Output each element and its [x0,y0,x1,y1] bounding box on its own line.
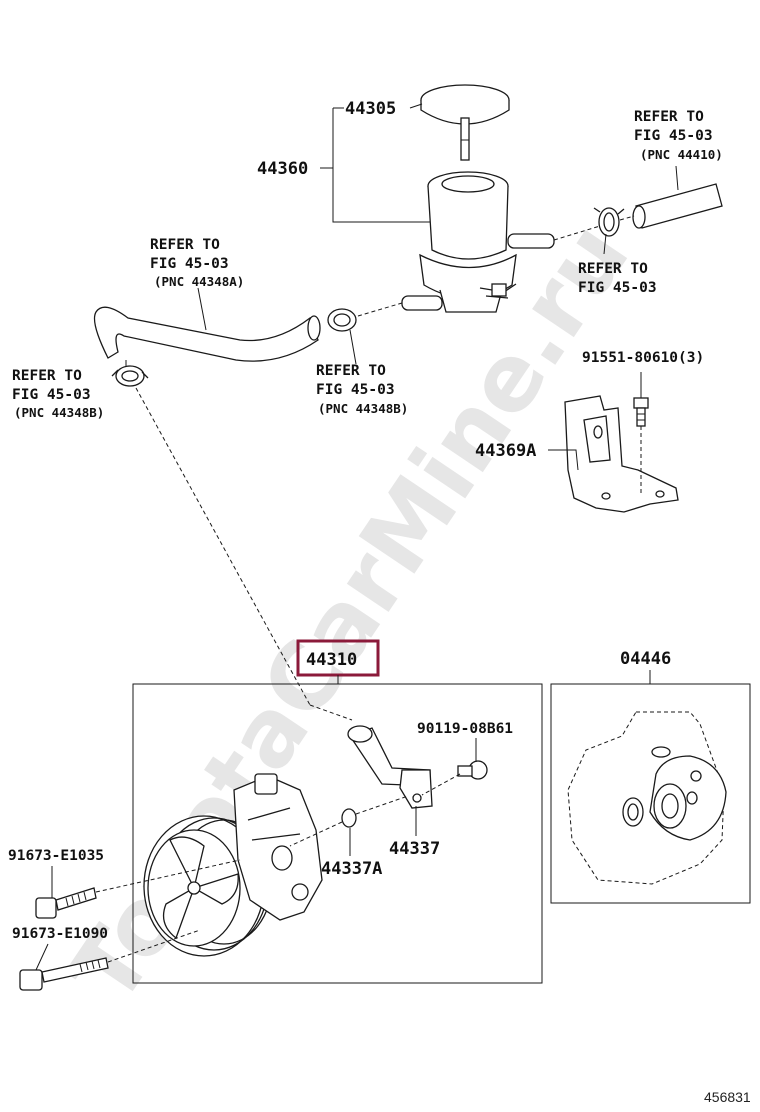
bolt-line-1035 [95,859,241,893]
figure-id: 456831 [704,1089,751,1105]
label-refer-hose-a-3: (PNC 44348A) [154,274,244,289]
label-refer-hose-a-1: REFER TO [150,237,220,253]
leader-lines [35,103,679,971]
power-steering-pump [143,773,323,957]
flow-line-long-2 [309,704,353,721]
label-refer-clamp-mid-1: REFER TO [316,363,386,379]
label-refer-hose-top-1: REFER TO [634,109,704,125]
clamp-mid [327,308,357,332]
o-ring-line [289,821,343,847]
label-91673-e1090: 91673-E1090 [12,926,108,942]
flow-line-mid [357,302,403,317]
label-91673-e1035: 91673-E1035 [8,848,104,864]
bolt-line-1090 [107,929,201,963]
o-ring-44337a [341,808,357,828]
label-refer-clamp-mid-2: FIG 45-03 [316,382,395,398]
label-44369a: 44369A [475,441,536,461]
label-refer-clamp-left-3: (PNC 44348B) [14,405,104,420]
clamp-right [593,207,625,237]
hose-44348a [93,306,321,362]
bolt-91673-e1035 [35,887,97,919]
bolt-91673-e1090 [19,957,109,991]
label-44360: 44360 [257,159,308,179]
reservoir-tank [401,171,555,313]
label-44310: 44310 [306,650,357,670]
label-44305: 44305 [345,99,396,119]
label-04446: 04446 [620,649,671,669]
gasket-kit [567,711,727,885]
bolt-91551 [633,397,649,427]
label-44337: 44337 [389,839,440,859]
reservoir-cap [420,84,510,161]
label-refer-clamp-right-2: FIG 45-03 [578,280,657,296]
clamp-left [111,365,149,387]
label-refer-hose-a-2: FIG 45-03 [150,256,229,272]
label-refer-hose-top-2: FIG 45-03 [634,128,713,144]
bolt-90119 [457,760,488,780]
bracket-44369a [564,395,679,513]
o-ring-line-2 [355,795,409,815]
flow-line-right-2 [619,215,635,221]
label-refer-clamp-mid-3: (PNC 44348B) [318,401,408,416]
label-90119: 90119-08B61 [417,721,513,737]
bolt-line-90119 [421,773,461,796]
label-refer-clamp-left-2: FIG 45-03 [12,387,91,403]
label-44337a: 44337A [321,859,382,879]
pressure-tube-44337 [347,725,433,809]
label-refer-clamp-left-1: REFER TO [12,368,82,384]
flow-line-right [553,225,601,241]
label-refer-clamp-right-1: REFER TO [578,261,648,277]
label-refer-hose-top-3: (PNC 44410) [640,147,723,162]
label-91551: 91551-80610(3) [582,350,704,366]
flow-line-long [135,387,311,706]
hose-44410 [632,183,723,229]
